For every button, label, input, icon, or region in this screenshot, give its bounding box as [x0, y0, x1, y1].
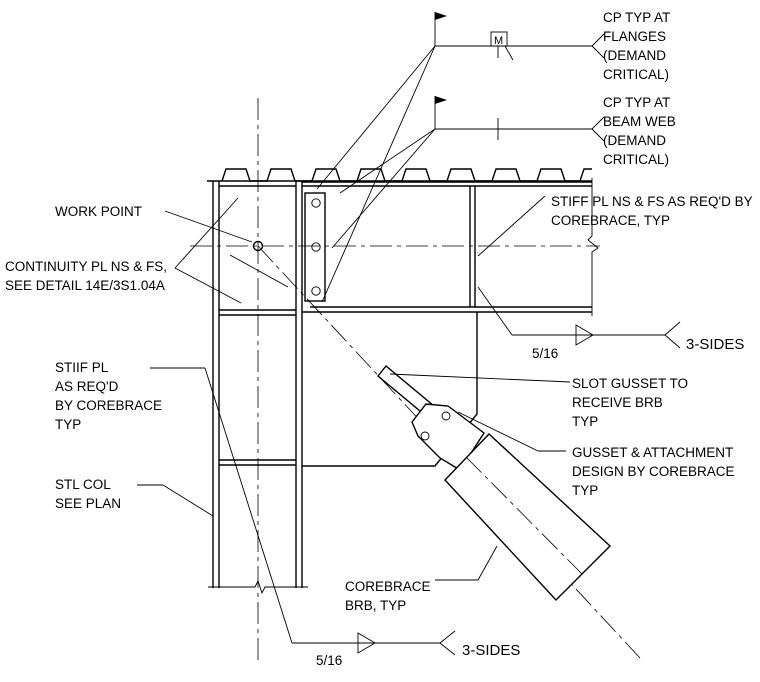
- column-break-line: [208, 579, 308, 595]
- svg-text:STIIF PL: STIIF PL: [55, 360, 109, 375]
- leaders: [137, 12, 681, 656]
- brb-assembly: [377, 365, 612, 602]
- svg-text:COREBRACE: COREBRACE: [345, 579, 431, 594]
- gusset-design-note: GUSSET & ATTACHMENT DESIGN BY COREBRACE …: [572, 445, 735, 498]
- svg-text:BEAM WEB: BEAM WEB: [603, 114, 676, 129]
- beam-break-line: [587, 178, 599, 316]
- metal-deck: [207, 168, 592, 182]
- bolt-1: [311, 198, 321, 208]
- svg-text:TYP: TYP: [55, 417, 81, 432]
- stl-col-note: STL COL SEE PLAN: [55, 477, 121, 511]
- svg-text:SEE PLAN: SEE PLAN: [55, 496, 121, 511]
- continuity-note: CONTINUITY PL NS & FS, SEE DETAIL 14E/3S…: [5, 259, 167, 293]
- stiff-beam-note: STIFF PL NS & FS AS REQ'D BY COREBRACE, …: [551, 194, 753, 228]
- weld-top-note: 3-SIDES: [686, 336, 744, 353]
- svg-text:GUSSET & ATTACHMENT: GUSSET & ATTACHMENT: [572, 445, 733, 460]
- svg-text:CRITICAL): CRITICAL): [603, 152, 669, 167]
- svg-text:(DEMAND: (DEMAND: [603, 133, 666, 148]
- corebrace-brb-note: COREBRACE BRB, TYP: [345, 579, 431, 613]
- svg-text:STIFF PL NS & FS AS REQ'D BY: STIFF PL NS & FS AS REQ'D BY: [551, 194, 753, 209]
- weld-top-size: 5/16: [532, 346, 558, 361]
- weld-symbol-m: M: [494, 35, 503, 47]
- bolt-2: [311, 242, 321, 252]
- svg-text:TYP: TYP: [572, 414, 598, 429]
- svg-text:FLANGES: FLANGES: [603, 29, 666, 44]
- attachment-bolt-2: [420, 431, 430, 441]
- svg-text:AS REQ'D: AS REQ'D: [55, 379, 119, 394]
- steel-column: [208, 181, 308, 595]
- svg-text:RECEIVE BRB: RECEIVE BRB: [572, 395, 663, 410]
- svg-text:BRB, TYP: BRB, TYP: [345, 598, 406, 613]
- attachment-bolt-1: [441, 411, 451, 421]
- svg-text:COREBRACE, TYP: COREBRACE, TYP: [551, 213, 670, 228]
- brb-casing: [444, 433, 612, 602]
- bolt-3: [311, 286, 321, 296]
- slot-gusset-note: SLOT GUSSET TO RECEIVE BRB TYP: [572, 376, 688, 429]
- svg-text:SEE DETAIL 14E/3S1.04A: SEE DETAIL 14E/3S1.04A: [5, 278, 165, 293]
- deck-profile: [221, 168, 592, 182]
- svg-text:STL COL: STL COL: [55, 477, 111, 492]
- svg-text:TYP: TYP: [572, 483, 598, 498]
- shear-tab-plate: [304, 192, 326, 302]
- annotations: CP TYP AT FLANGES (DEMAND CRITICAL) M CP…: [5, 10, 753, 668]
- svg-text:CRITICAL): CRITICAL): [603, 67, 669, 82]
- stiif-col-note: STIIF PL AS REQ'D BY COREBRACE TYP: [55, 360, 162, 432]
- weld-bot-size: 5/16: [316, 653, 342, 668]
- svg-text:DESIGN BY COREBRACE: DESIGN BY COREBRACE: [572, 464, 735, 479]
- svg-text:SLOT GUSSET TO: SLOT GUSSET TO: [572, 376, 688, 391]
- svg-text:CP TYP AT: CP TYP AT: [603, 95, 670, 110]
- work-point-marker: [252, 240, 264, 252]
- cp-web-note: CP TYP AT BEAM WEB (DEMAND CRITICAL): [603, 95, 676, 167]
- svg-text:CONTINUITY PL NS & FS,: CONTINUITY PL NS & FS,: [5, 259, 167, 274]
- svg-text:(DEMAND: (DEMAND: [603, 48, 666, 63]
- svg-text:BY COREBRACE: BY COREBRACE: [55, 398, 162, 413]
- svg-text:CP TYP AT: CP TYP AT: [603, 10, 670, 25]
- work-point-label: WORK POINT: [55, 204, 142, 219]
- weld-bot-note: 3-SIDES: [462, 642, 520, 659]
- cp-flanges-note: CP TYP AT FLANGES (DEMAND CRITICAL): [603, 10, 670, 82]
